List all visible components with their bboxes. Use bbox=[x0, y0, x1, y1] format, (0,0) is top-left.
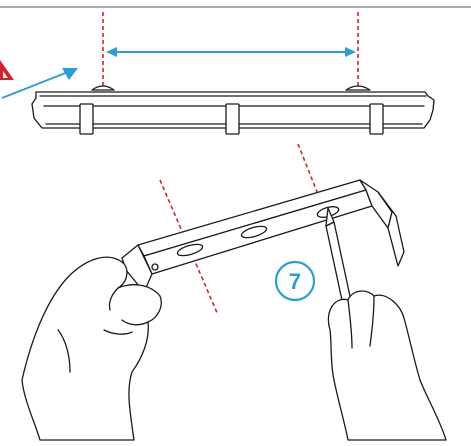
right-hand bbox=[325, 207, 447, 441]
step-number-badge: 7 bbox=[274, 260, 316, 302]
warning-triangle-icon bbox=[0, 60, 14, 80]
measure-arrow-icon bbox=[106, 47, 356, 57]
light-fixture bbox=[31, 85, 435, 135]
left-hand bbox=[21, 256, 162, 441]
step-number-text: 7 bbox=[289, 269, 301, 294]
direction-arrow-icon bbox=[1, 68, 78, 99]
mounting-bracket bbox=[121, 179, 405, 293]
